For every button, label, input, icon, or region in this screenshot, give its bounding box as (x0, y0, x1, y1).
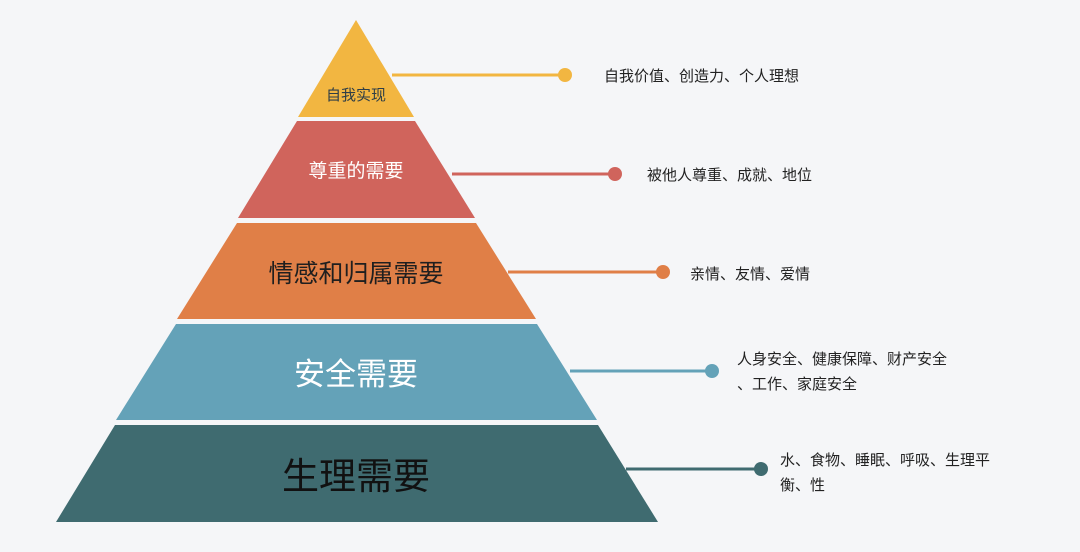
pyramid-level-physiological: 生理需要 水、食物、睡眠、呼吸、生理平 衡、性 (56, 425, 995, 522)
connector-dot (558, 68, 572, 82)
level-description: 水、食物、睡眠、呼吸、生理平 衡、性 (780, 451, 995, 494)
pyramid-tier-shape (177, 223, 536, 319)
pyramid-tier-label: 安全需要 (294, 357, 418, 393)
pyramid-level-esteem: 尊重的需要 被他人尊重、成就、地位 (238, 121, 812, 218)
pyramid-tier-shape (56, 425, 658, 522)
pyramid-level-safety: 安全需要 人身安全、健康保障、财产安全 、工作、家庭安全 (116, 324, 952, 420)
pyramid-level-self-actualization: 自我实现 自我价值、创造力、个人理想 (298, 20, 799, 117)
connector-dot (608, 167, 622, 181)
pyramid-tier-label: 生理需要 (282, 455, 430, 498)
pyramid-tier-label: 尊重的需要 (308, 160, 403, 182)
level-description: 人身安全、健康保障、财产安全 、工作、家庭安全 (737, 350, 952, 393)
pyramid-tier-shape (238, 121, 475, 218)
pyramid-tier-label: 情感和归属需要 (268, 259, 443, 288)
level-description: 自我价值、创造力、个人理想 (604, 67, 799, 85)
level-description: 亲情、友情、爱情 (690, 265, 810, 283)
pyramid-tier-shape (116, 324, 597, 420)
connector-dot (705, 364, 719, 378)
pyramid-tier-shape (298, 20, 414, 117)
level-description: 被他人尊重、成就、地位 (647, 166, 812, 184)
connector-dot (656, 265, 670, 279)
pyramid-level-love-belonging: 情感和归属需要 亲情、友情、爱情 (177, 223, 810, 319)
connector-dot (754, 462, 768, 476)
pyramid-tier-label: 自我实现 (326, 86, 386, 104)
